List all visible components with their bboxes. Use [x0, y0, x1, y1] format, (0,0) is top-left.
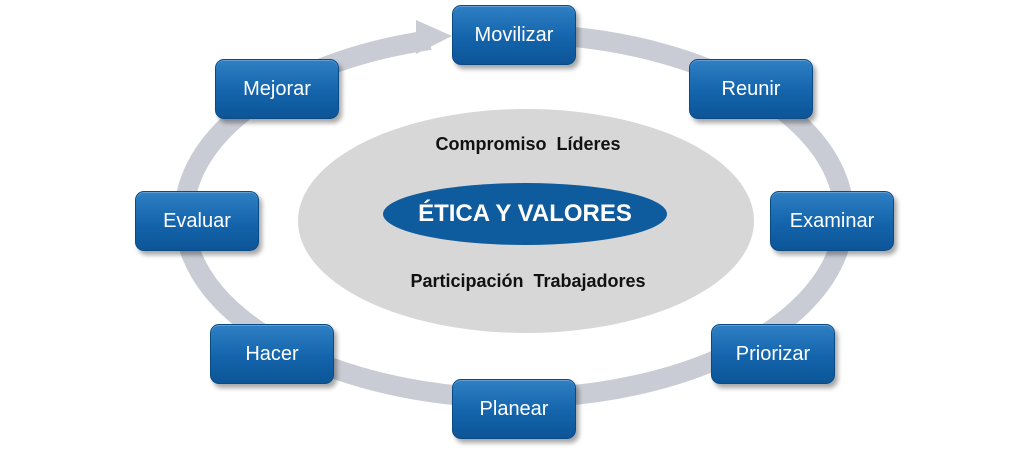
- step-label: Movilizar: [474, 23, 554, 46]
- step-evaluar[interactable]: Evaluar: [135, 191, 259, 251]
- core-ellipse: [383, 183, 667, 245]
- step-priorizar[interactable]: Priorizar: [711, 324, 835, 384]
- step-movilizar[interactable]: Movilizar: [452, 5, 576, 65]
- step-label: Mejorar: [243, 77, 311, 100]
- cycle-arrow-head: [416, 20, 452, 54]
- step-examinar[interactable]: Examinar: [770, 191, 894, 251]
- step-mejorar[interactable]: Mejorar: [215, 59, 339, 119]
- step-planear[interactable]: Planear: [452, 379, 576, 439]
- bottom-center-text: Participación Trabajadores: [410, 271, 646, 291]
- step-label: Hacer: [245, 342, 299, 365]
- step-label: Priorizar: [735, 342, 811, 365]
- step-label: Planear: [479, 397, 549, 420]
- top-center-text: Compromiso Líderes: [435, 134, 621, 154]
- step-hacer[interactable]: Hacer: [210, 324, 334, 384]
- step-label: Evaluar: [163, 209, 231, 232]
- step-label: Examinar: [789, 209, 875, 232]
- step-label: Reunir: [721, 77, 781, 100]
- step-reunir[interactable]: Reunir: [689, 59, 813, 119]
- core-text: ÉTICA Y VALORES: [418, 200, 632, 227]
